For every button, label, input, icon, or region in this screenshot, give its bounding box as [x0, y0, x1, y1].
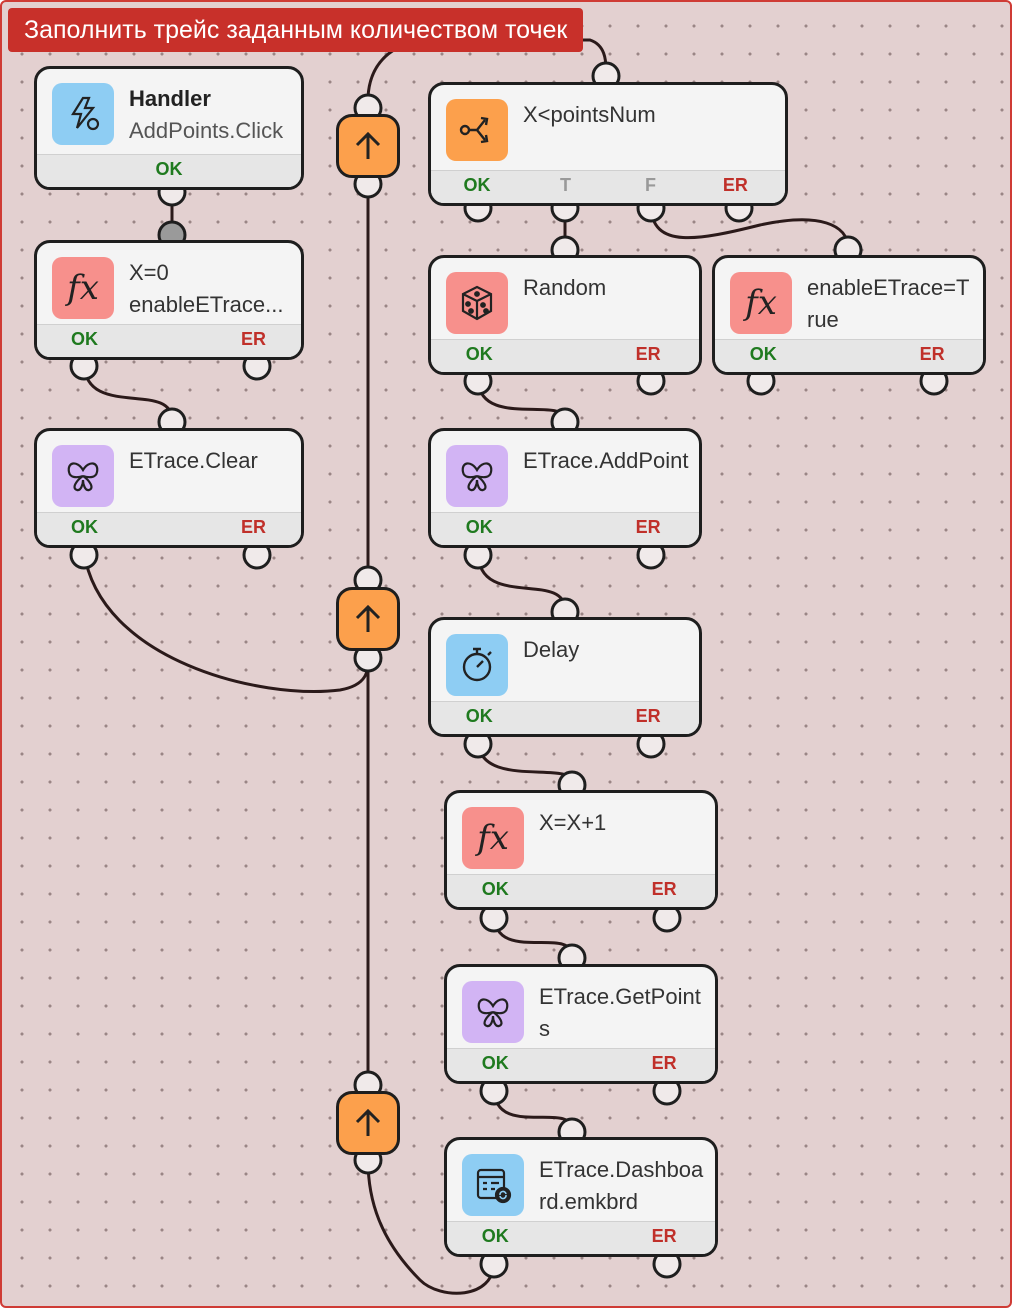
handler-icon [52, 83, 114, 145]
enable-node[interactable]: fx enableETrace=True OK ER [712, 255, 986, 375]
loop-up-arrow-2[interactable] [336, 587, 400, 651]
cond-er-port[interactable]: ER [722, 175, 748, 195]
clear-node[interactable]: ETrace.Clear OK ER [34, 428, 304, 548]
loop-up-arrow-1[interactable] [336, 114, 400, 178]
wire-dash-loop [366, 1159, 496, 1295]
addpoint-label: ETrace.AddPoint [523, 448, 689, 473]
cond-false-port[interactable]: F [644, 175, 656, 195]
wire-cond-enable [649, 204, 850, 249]
clear-label: ETrace.Clear [129, 448, 258, 473]
dashboard-node[interactable]: ETrace.Dashboard.emkbrd OK ER [444, 1137, 718, 1257]
handler-ok-port[interactable]: OK [155, 159, 183, 179]
dashboard-icon [462, 1154, 524, 1216]
butterfly-icon [462, 981, 524, 1043]
branch-icon [446, 99, 508, 161]
addpoint-er-port[interactable]: ER [635, 517, 661, 537]
dashboard-ok-port[interactable]: OK [481, 1226, 509, 1246]
increment-label: X=X+1 [539, 810, 607, 835]
x0-label: X=0 enableETrace... [129, 260, 284, 317]
clear-ok-port[interactable]: OK [71, 517, 99, 537]
random-node[interactable]: Random OK ER [428, 255, 702, 375]
condition-node[interactable]: X<pointsNum OK T F ER [428, 82, 788, 206]
flow-title: Заполнить трейс заданным количеством точ… [8, 8, 584, 52]
clear-er-port[interactable]: ER [240, 517, 266, 537]
dice-icon [446, 272, 508, 334]
enable-ok-port[interactable]: OK [749, 344, 777, 364]
condition-label: X<pointsNum [523, 102, 656, 127]
function-icon: fx [730, 272, 792, 334]
loop-up-arrow-3[interactable] [336, 1091, 400, 1155]
getpoints-er-port[interactable]: ER [651, 1053, 677, 1073]
function-icon: fx [462, 807, 524, 869]
butterfly-icon [52, 445, 114, 507]
handler-subtitle: AddPoints.Click [129, 118, 284, 143]
handler-title: Handler [129, 86, 211, 111]
delay-label: Delay [523, 637, 580, 662]
dashboard-label: ETrace.Dashboard.emkbrd [539, 1157, 704, 1214]
increment-node[interactable]: fx X=X+1 OK ER [444, 790, 718, 910]
delay-er-port[interactable]: ER [635, 706, 661, 726]
stopwatch-icon [446, 634, 508, 696]
random-label: Random [523, 275, 607, 300]
x0-ok-port[interactable]: OK [71, 329, 99, 349]
delay-node[interactable]: Delay OK ER [428, 617, 702, 737]
x0-node[interactable]: fx X=0 enableETrace... OK ER [34, 240, 304, 360]
x0-er-port[interactable]: ER [240, 329, 266, 349]
random-er-port[interactable]: ER [635, 344, 661, 364]
enable-label: enableETrace=True [807, 275, 970, 332]
function-icon: fx [52, 257, 114, 319]
cond-true-port[interactable]: T [560, 175, 572, 195]
getpoints-ok-port[interactable]: OK [481, 1053, 509, 1073]
getpoints-node[interactable]: ETrace.GetPoints OK ER [444, 964, 718, 1084]
delay-ok-port[interactable]: OK [465, 706, 493, 726]
inc-er-port[interactable]: ER [651, 879, 677, 899]
getpoints-label: ETrace.GetPoints [539, 984, 701, 1041]
enable-er-port[interactable]: ER [919, 344, 945, 364]
addpoint-ok-port[interactable]: OK [465, 517, 493, 537]
addpoint-node[interactable]: ETrace.AddPoint OK ER [428, 428, 702, 548]
wire-clear-loop [82, 551, 370, 693]
random-ok-port[interactable]: OK [465, 344, 493, 364]
inc-ok-port[interactable]: OK [481, 879, 509, 899]
dashboard-er-port[interactable]: ER [651, 1226, 677, 1246]
butterfly-icon [446, 445, 508, 507]
cond-ok-port[interactable]: OK [463, 175, 491, 195]
